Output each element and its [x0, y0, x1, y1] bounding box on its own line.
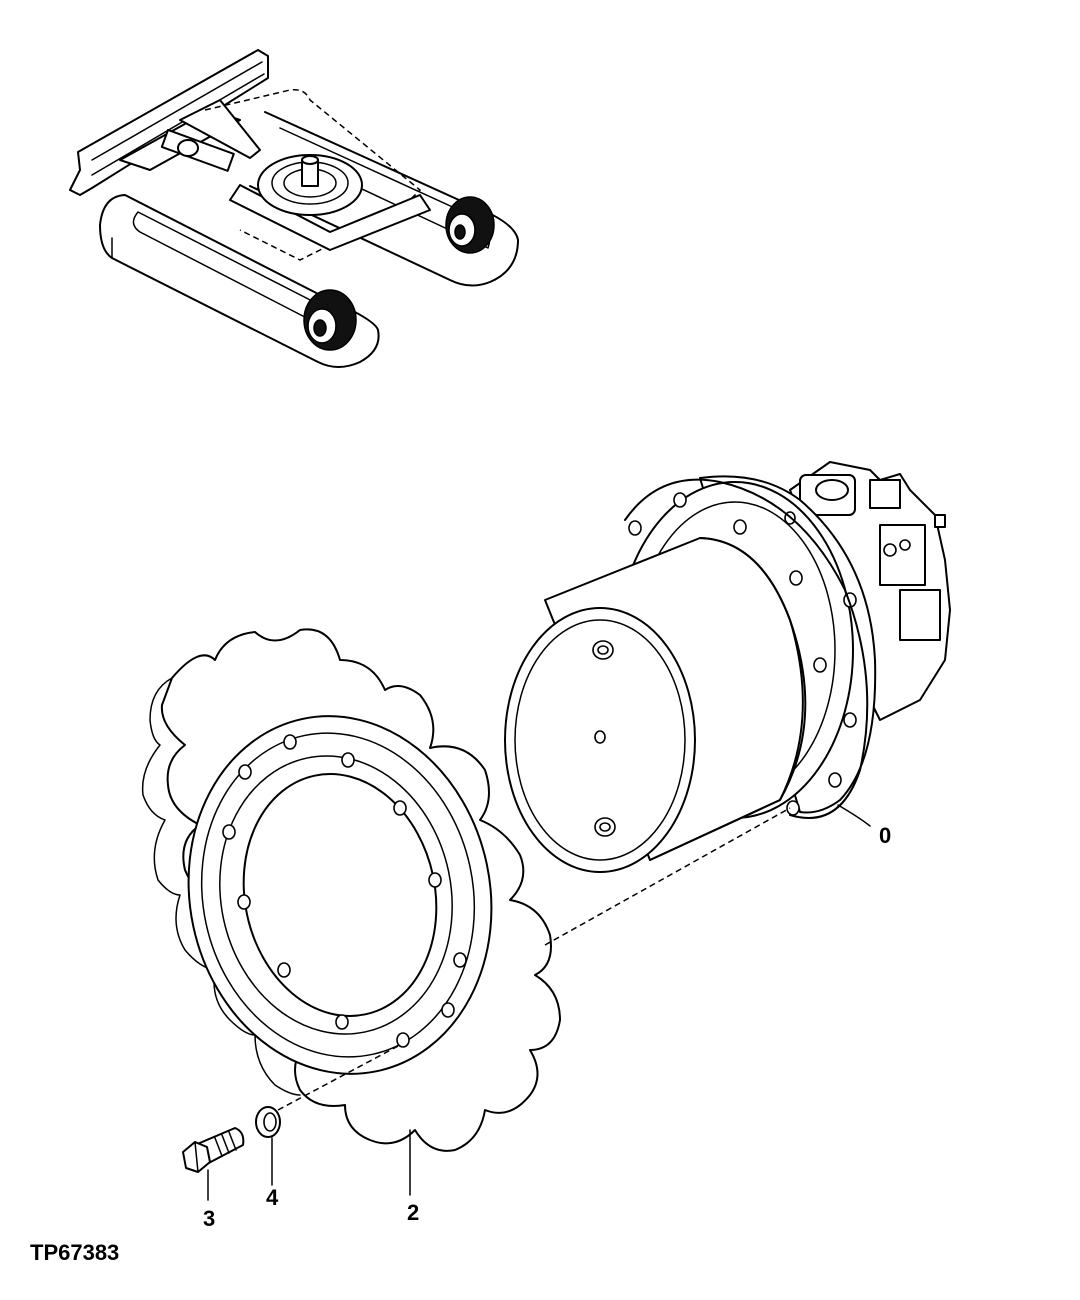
cap-screw — [182, 1127, 245, 1173]
track-sprocket-right — [445, 196, 495, 254]
track-frame-right — [249, 111, 519, 287]
callout-bolt: 3 — [203, 1206, 215, 1231]
assembly-lines — [277, 807, 791, 1111]
drive-sprocket — [141, 628, 561, 1152]
leader-motor — [837, 804, 871, 827]
undercarriage-overview — [69, 49, 519, 368]
flange-bolt-holes — [628, 492, 857, 816]
callout-washer: 4 — [266, 1185, 279, 1210]
callout-sprocket: 2 — [407, 1200, 419, 1225]
lock-washer — [255, 1106, 281, 1138]
track-frame-left — [99, 194, 380, 368]
track-sprocket-left — [303, 289, 357, 351]
callout-motor: 0 — [879, 823, 891, 848]
leader-lines — [207, 804, 871, 1201]
figure-id: TP67383 — [30, 1240, 119, 1265]
travel-motor — [504, 461, 951, 873]
sprocket-bolt-holes — [222, 734, 467, 1048]
